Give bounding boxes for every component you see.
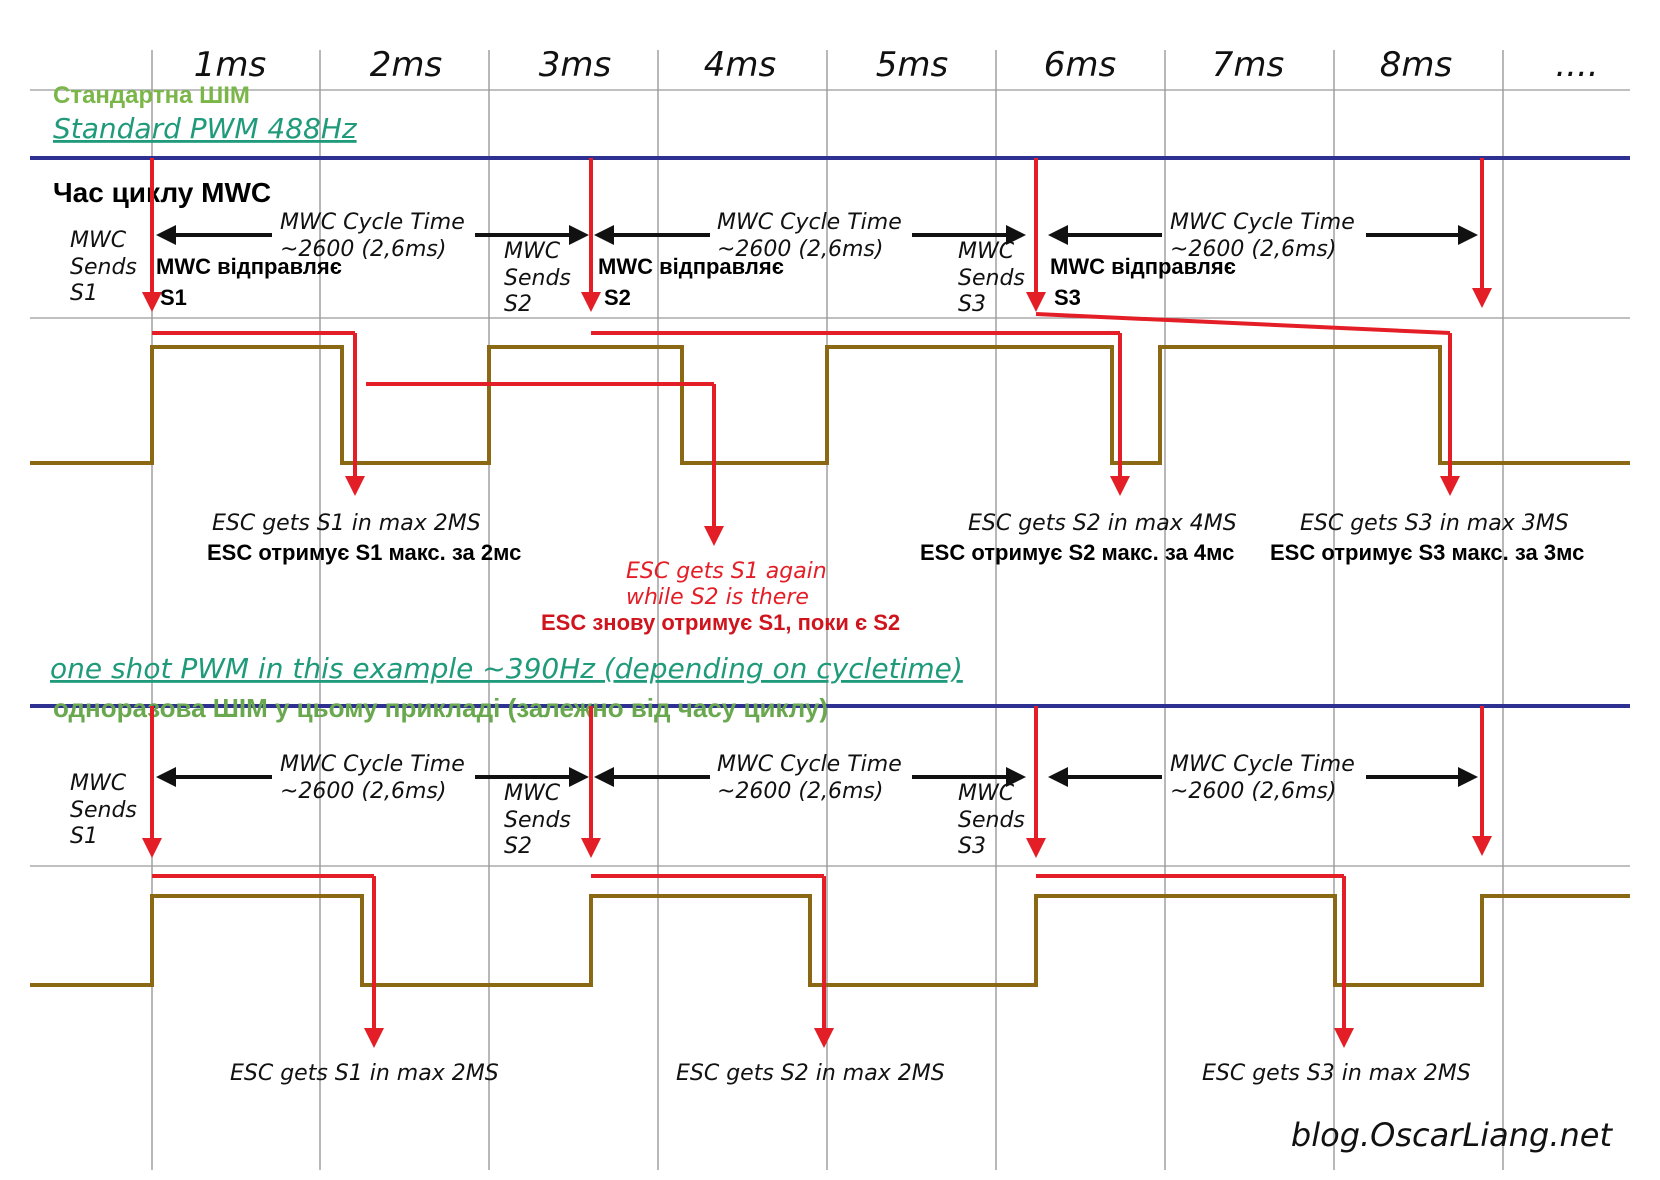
signal-label: S2 bbox=[504, 292, 532, 317]
oneshot-send-arrows bbox=[142, 706, 1492, 858]
signal-label: S1 bbox=[70, 281, 98, 306]
mwc-sends-ua-line2: S2 bbox=[604, 285, 631, 310]
oneshot-cycle-arrows: MWC Cycle Time ~2600 (2,6ms) MWC Cycle T… bbox=[156, 752, 1478, 804]
time-label: 1ms bbox=[194, 45, 266, 85]
signal-label: S3 bbox=[958, 292, 986, 317]
cycle-label-line1: MWC Cycle Time bbox=[717, 752, 902, 777]
mwc-label: MWC bbox=[958, 239, 1015, 264]
cycle-label-line2: ~2600 (2,6ms) bbox=[280, 237, 446, 262]
cycle-label-line2: ~2600 (2,6ms) bbox=[1170, 779, 1336, 804]
esc-gets-s3-en: ESC gets S3 in max 3MS bbox=[1300, 511, 1569, 536]
cycle-label-line2: ~2600 (2,6ms) bbox=[717, 237, 883, 262]
mwc-label: MWC bbox=[504, 239, 561, 264]
standard-send-arrows bbox=[142, 158, 1492, 312]
standard-pwm-waveform bbox=[30, 345, 1630, 465]
cycle-label-line1: MWC Cycle Time bbox=[280, 210, 465, 235]
oneshot-send-labels: MWC Sends S1 MWC Sends S2 MWC Sends S3 bbox=[70, 771, 1025, 859]
standard-title-en: Standard PWM 488Hz bbox=[53, 112, 358, 145]
time-label: 2ms bbox=[370, 45, 442, 85]
time-label: 8ms bbox=[1380, 45, 1452, 85]
esc-gets-s2: ESC gets S2 in max 2MS bbox=[676, 1061, 945, 1086]
pulse-bar-s3 bbox=[1035, 312, 1451, 335]
oneshot-receive-markers bbox=[152, 874, 1354, 1048]
sends-label: Sends bbox=[504, 266, 571, 291]
cycle-label-line1: MWC Cycle Time bbox=[280, 752, 465, 777]
cycle-label-line1: MWC Cycle Time bbox=[717, 210, 902, 235]
time-label: 7ms bbox=[1212, 45, 1284, 85]
sends-label: Sends bbox=[504, 808, 571, 833]
mwc-sends-ua-line2: S1 bbox=[160, 285, 187, 310]
esc-gets-s1-again-ua: ESC знову отримує S1, поки є S2 bbox=[541, 610, 900, 635]
signal-label: S3 bbox=[958, 834, 986, 859]
oneshot-title-en: one shot PWM in this example ~390Hz (dep… bbox=[50, 652, 963, 685]
mwc-sends-ua-line1: MWC відправляє bbox=[156, 254, 342, 279]
time-labels: 1ms 2ms 3ms 4ms 5ms 6ms 7ms 8ms .... bbox=[194, 45, 1599, 85]
esc-gets-s3-ua: ESC отримує S3 макс. за 3мс bbox=[1270, 540, 1584, 565]
oneshot-pwm-waveform bbox=[30, 894, 1630, 987]
mwc-sends-ua-line2: S3 bbox=[1054, 285, 1081, 310]
esc-gets-s1-ua: ESC отримує S1 макс. за 2мс bbox=[207, 540, 521, 565]
cycle-label-line1: MWC Cycle Time bbox=[1170, 752, 1355, 777]
oneshot-receive-labels: ESC gets S1 in max 2MS ESC gets S2 in ma… bbox=[230, 1061, 1471, 1086]
cycle-label-line2: ~2600 (2,6ms) bbox=[280, 779, 446, 804]
esc-gets-s2-en: ESC gets S2 in max 4MS bbox=[968, 511, 1237, 536]
sends-label: Sends bbox=[70, 255, 137, 280]
standard-receive-labels: ESC gets S1 in max 2MS ESC отримує S1 ма… bbox=[207, 511, 1584, 635]
mwc-label: MWC bbox=[70, 771, 127, 796]
signal-label: S2 bbox=[504, 834, 532, 859]
time-label: 5ms bbox=[876, 45, 948, 85]
cycle-title-ua: Час циклу MWC bbox=[53, 177, 271, 208]
standard-send-labels: MWC Sends S1 MWC відправляє S1 MWC Sends… bbox=[70, 228, 1236, 317]
mwc-sends-ua-line1: MWC відправляє bbox=[598, 254, 784, 279]
time-label: 4ms bbox=[704, 45, 776, 85]
esc-gets-s2-ua: ESC отримує S2 макс. за 4мс bbox=[920, 540, 1234, 565]
time-label: .... bbox=[1555, 45, 1598, 85]
standard-cycle-arrows: MWC Cycle Time ~2600 (2,6ms) MWC Cycle T… bbox=[156, 210, 1478, 262]
oneshot-title-ua: одноразова ШІМ у цьому прикладі (залежно… bbox=[53, 693, 828, 723]
time-label: 3ms bbox=[539, 45, 611, 85]
signal-label: S1 bbox=[70, 824, 98, 849]
standard-receive-markers bbox=[152, 312, 1460, 546]
sends-label: Sends bbox=[70, 798, 137, 823]
mwc-label: MWC bbox=[958, 781, 1015, 806]
mwc-label: MWC bbox=[504, 781, 561, 806]
esc-gets-s1-again-en-2: while S2 is there bbox=[626, 585, 809, 610]
mwc-label: MWC bbox=[70, 228, 127, 253]
cycle-label-line1: MWC Cycle Time bbox=[1170, 210, 1355, 235]
esc-gets-s1-en: ESC gets S1 in max 2MS bbox=[212, 511, 481, 536]
mwc-sends-ua-line1: MWC відправляє bbox=[1050, 254, 1236, 279]
esc-gets-s3: ESC gets S3 in max 2MS bbox=[1202, 1061, 1471, 1086]
time-label: 6ms bbox=[1044, 45, 1116, 85]
cycle-label-line2: ~2600 (2,6ms) bbox=[1170, 237, 1336, 262]
esc-gets-s1: ESC gets S1 in max 2MS bbox=[230, 1061, 499, 1086]
standard-title-ua: Стандартна ШІМ bbox=[53, 82, 250, 109]
sends-label: Sends bbox=[958, 808, 1025, 833]
sends-label: Sends bbox=[958, 266, 1025, 291]
source-credit: blog.OscarLiang.net bbox=[1291, 1116, 1614, 1154]
cycle-label-line2: ~2600 (2,6ms) bbox=[717, 779, 883, 804]
esc-gets-s1-again-en-1: ESC gets S1 again bbox=[626, 559, 827, 584]
